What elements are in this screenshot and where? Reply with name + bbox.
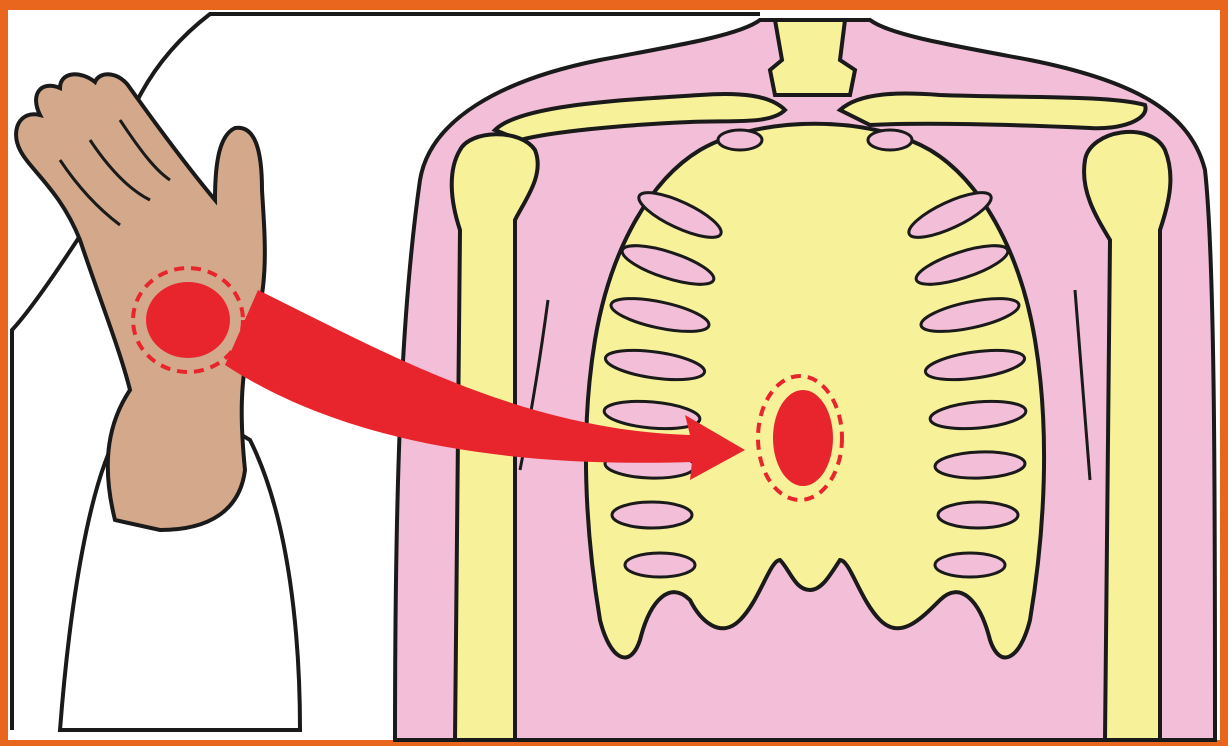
right-clavicle — [840, 94, 1146, 129]
rib-gap-top-right — [868, 130, 912, 150]
rib-gap-top-left — [718, 130, 762, 150]
rib-gap-l7 — [612, 502, 692, 528]
palm-red-spot — [146, 282, 230, 358]
sternum-red-spot — [773, 390, 833, 486]
rib-gap-l8 — [625, 553, 695, 577]
cervical-spine — [770, 20, 855, 95]
rib-gap-r8 — [935, 553, 1005, 577]
palm-heel-marker — [133, 268, 243, 372]
rib-gap-r7 — [938, 502, 1018, 528]
